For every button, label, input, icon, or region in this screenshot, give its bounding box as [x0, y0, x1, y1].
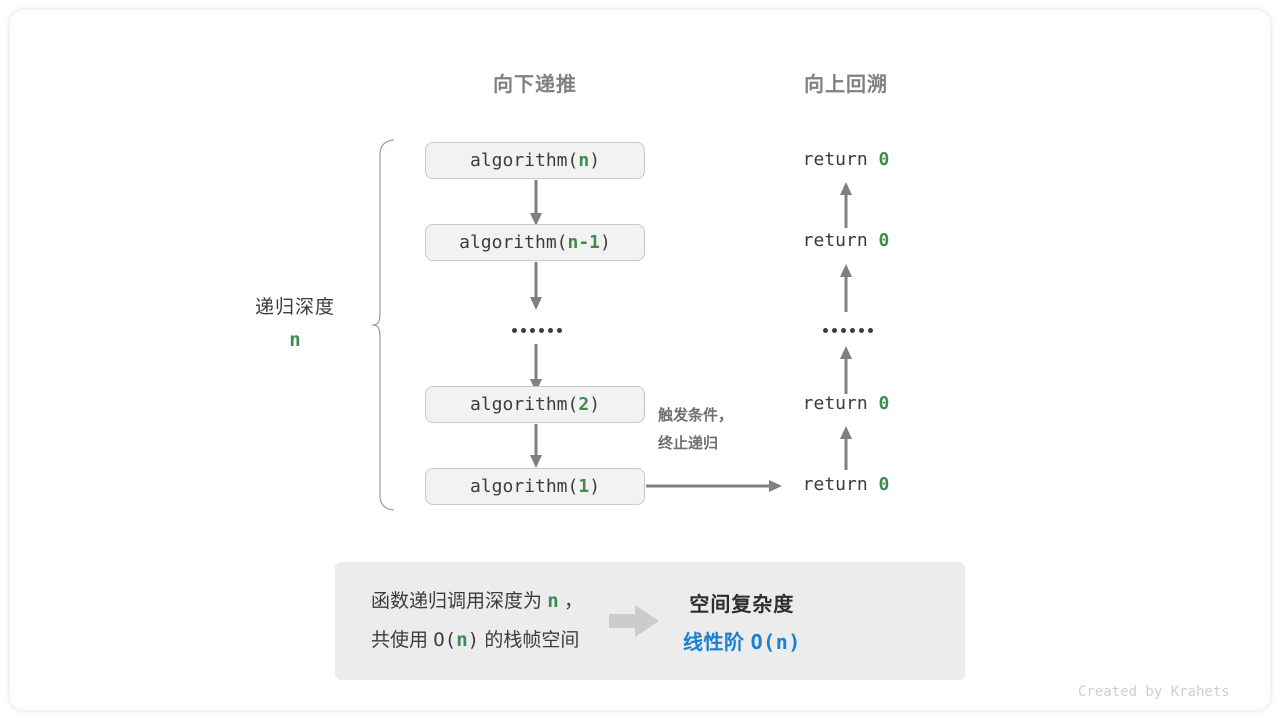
summary-conclusion-notation: O(n): [750, 629, 801, 654]
down-arrow-4: [530, 424, 542, 468]
summary-description-line1: 函数递归调用深度为 n ，: [371, 582, 583, 621]
call-box-n-close: ): [589, 150, 601, 171]
return-label-4: return 0: [766, 474, 926, 495]
summary-line2-text-a: 共使用: [371, 630, 429, 651]
return-label-3: return 0: [766, 393, 926, 414]
up-arrow-4: [840, 426, 852, 470]
right-arrow-icon: [609, 605, 660, 637]
return-value-4: 0: [878, 474, 890, 495]
call-box-2-close: ): [589, 394, 601, 415]
up-arrow-1: [840, 182, 852, 228]
return-value-3: 0: [878, 393, 890, 414]
call-box-2[interactable]: algorithm(2): [425, 386, 645, 423]
summary-line2-n: n: [456, 629, 468, 651]
call-box-2-arg: 2: [578, 394, 590, 415]
call-box-n-minus-1-arg: n-1: [567, 232, 601, 253]
return-keyword-2: return: [802, 230, 868, 251]
column-header-return-up: 向上回溯: [804, 74, 888, 96]
summary-description: 函数递归调用深度为 n ， 共使用 O(n) 的栈帧空间: [335, 582, 583, 660]
summary-line2-close-paren: ): [467, 629, 480, 651]
summary-line1-text-a: 函数递归调用深度为: [371, 591, 543, 612]
down-arrow-3: [530, 344, 542, 392]
recursion-depth-text: 递归深度: [254, 297, 335, 318]
call-box-n-arg: n: [578, 150, 590, 171]
up-arrow-3: [840, 346, 852, 394]
summary-line2-big-o: O(: [433, 629, 457, 651]
terminate-recursion-arrow: [646, 480, 782, 492]
summary-box: 函数递归调用深度为 n ， 共使用 O(n) 的栈帧空间 空间复杂度 线性阶 O…: [335, 562, 965, 680]
return-label-2: return 0: [766, 230, 926, 251]
credit-text: Created by Krahets: [1078, 684, 1230, 700]
trigger-condition-line2: 终止递归: [658, 435, 719, 452]
trigger-condition-line1: 触发条件，: [658, 407, 734, 424]
summary-conclusion-order: 线性阶: [683, 631, 745, 654]
return-keyword-3: return: [802, 393, 868, 414]
up-arrow-2: [840, 264, 852, 312]
down-arrow-1: [530, 180, 542, 226]
call-box-1-name: algorithm(: [469, 476, 579, 497]
summary-conclusion-value: 线性阶 O(n): [683, 626, 801, 655]
call-box-1-arg: 1: [578, 476, 590, 497]
ellipsis-left: [512, 328, 562, 333]
call-box-n-minus-1-name: algorithm(: [459, 232, 568, 253]
trigger-condition-note: 触发条件， 终止递归: [658, 402, 733, 458]
recursion-depth-label: 递归深度 n: [215, 292, 375, 351]
recursion-depth-value: n: [289, 329, 301, 351]
ellipsis-right: [823, 328, 873, 333]
call-box-2-name: algorithm(: [469, 394, 579, 415]
call-box-n[interactable]: algorithm(n): [425, 142, 645, 179]
return-keyword-4: return: [802, 474, 868, 495]
summary-conclusion-title: 空间复杂度: [689, 593, 795, 616]
summary-conclusion: 空间复杂度 线性阶 O(n): [683, 588, 801, 655]
return-label-1: return 0: [766, 149, 926, 170]
return-value-1: 0: [878, 149, 890, 170]
summary-description-line2: 共使用 O(n) 的栈帧空间: [371, 621, 583, 660]
return-keyword-1: return: [802, 149, 868, 170]
call-box-1[interactable]: algorithm(1): [425, 468, 645, 505]
column-header-recurse-down: 向下递推: [493, 74, 577, 96]
diagram-panel: 向下递推 向上回溯 递归深度 n algorithm(n) algorithm(…: [10, 10, 1270, 710]
call-box-1-close: ): [589, 476, 601, 497]
call-box-n-minus-1[interactable]: algorithm(n-1): [425, 224, 645, 261]
summary-line1-n: n: [547, 590, 559, 612]
summary-line1-text-b: ，: [564, 591, 584, 612]
return-value-2: 0: [878, 230, 890, 251]
summary-line2-text-b: 的栈帧空间: [484, 630, 580, 651]
call-box-n-name: algorithm(: [469, 150, 579, 171]
down-arrow-2: [530, 262, 542, 310]
recursion-depth-brace: [371, 139, 395, 511]
call-box-n-minus-1-close: ): [600, 232, 611, 253]
